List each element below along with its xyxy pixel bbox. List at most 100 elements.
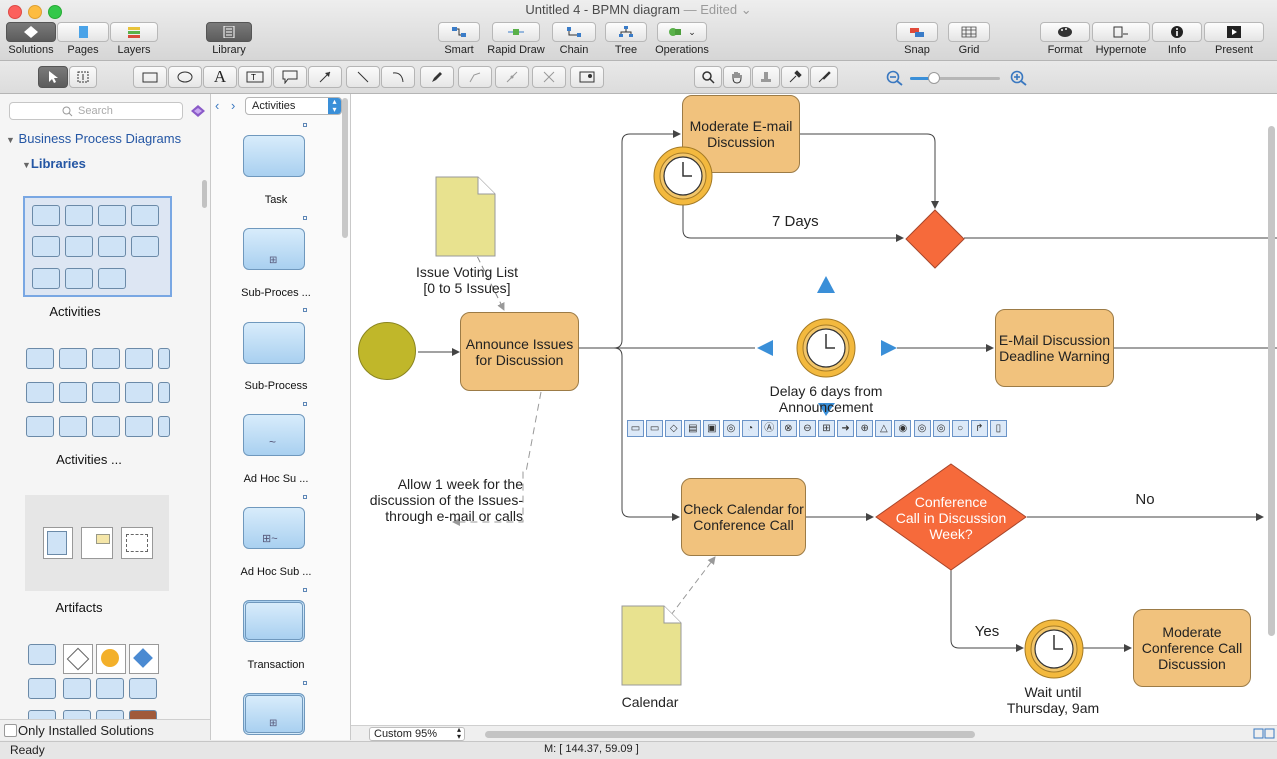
quick-shape-button[interactable]: ⊗ — [779, 420, 797, 437]
library-thumb-artifacts[interactable] — [25, 495, 169, 591]
quick-shape-button[interactable]: ⊖ — [798, 420, 816, 437]
pages-button[interactable] — [57, 22, 109, 42]
library-button[interactable] — [206, 22, 252, 42]
quick-shape-button[interactable]: ↱ — [970, 420, 988, 437]
zoom-slider[interactable] — [910, 72, 1000, 84]
shape-ad-hoc-sub-process-collapsed[interactable]: ⊞~ — [243, 507, 305, 549]
hypernote-button[interactable] — [1092, 22, 1150, 42]
quick-shape-button[interactable]: △ — [875, 420, 893, 437]
quick-shape-button[interactable]: ▤ — [684, 420, 702, 437]
gateway-conference-call[interactable] — [875, 463, 1027, 571]
pen-tool[interactable] — [420, 66, 454, 88]
canvas-horizontal-scrollbar[interactable] — [485, 731, 975, 738]
task-announce-issues[interactable]: Announce Issues for Discussion — [460, 312, 579, 391]
quick-shape-button[interactable]: ⊕ — [856, 420, 874, 437]
ellipse-tool[interactable] — [168, 66, 202, 88]
quick-shapes-strip[interactable]: ▭▭◇▤▣◎◔Ⓐ⊗⊖⊞➜⊕△◉◎◎○↱▯ — [627, 420, 1027, 438]
arrow-line-tool[interactable] — [308, 66, 342, 88]
zoom-tool[interactable] — [694, 66, 722, 88]
search-input[interactable]: Search — [9, 102, 183, 120]
grid-button[interactable] — [948, 22, 990, 42]
diagram-canvas[interactable]: Moderate E-mail Discussion 7 Days Issue … — [351, 94, 1277, 725]
tree-button[interactable] — [605, 22, 647, 42]
present-button[interactable] — [1204, 22, 1264, 42]
zoom-in-icon[interactable] — [1010, 70, 1028, 86]
zoom-level-select[interactable]: Custom 95% ▴▾ — [369, 726, 465, 741]
quick-shape-button[interactable]: Ⓐ — [760, 420, 778, 437]
connector-tool[interactable] — [532, 66, 566, 88]
zoom-out-icon[interactable] — [886, 70, 904, 86]
layers-button[interactable] — [110, 22, 158, 42]
start-event[interactable] — [358, 322, 416, 380]
close-window-button[interactable] — [8, 5, 22, 19]
page-nav-icon[interactable] — [1253, 728, 1275, 740]
quick-shape-button[interactable]: ◇ — [665, 420, 683, 437]
solutions-browser-icon[interactable] — [190, 104, 206, 118]
line-tool[interactable] — [346, 66, 380, 88]
task-check-calendar[interactable]: Check Calendar for Conference Call — [681, 478, 806, 556]
select-tool[interactable] — [38, 66, 68, 88]
eyedropper-tool[interactable] — [781, 66, 809, 88]
shape-sub-process-collapsed[interactable]: ⊞ — [243, 228, 305, 270]
canvas-vertical-scrollbar[interactable] — [1268, 126, 1275, 636]
left-panel-scrollbar[interactable] — [202, 180, 207, 208]
info-button[interactable] — [1152, 22, 1202, 42]
text-tool[interactable]: A — [203, 66, 237, 88]
quick-shape-button[interactable]: ○ — [951, 420, 969, 437]
shape-ad-hoc-sub-process[interactable]: ~ — [243, 414, 305, 456]
library-dropdown[interactable]: Activities ▴▾ — [245, 97, 342, 115]
back-icon[interactable]: ‹ — [215, 98, 220, 113]
format-button[interactable] — [1040, 22, 1090, 42]
quick-shape-button[interactable]: ◎ — [932, 420, 950, 437]
only-installed-checkbox[interactable] — [4, 724, 17, 737]
arc-tool[interactable] — [381, 66, 415, 88]
format-painter-tool[interactable] — [810, 66, 838, 88]
snap-button[interactable] — [896, 22, 938, 42]
quick-shape-button[interactable]: ◎ — [913, 420, 931, 437]
quick-shape-button[interactable]: ⊞ — [818, 420, 835, 437]
callout-tool[interactable] — [273, 66, 307, 88]
quick-shape-button[interactable]: ◔ — [741, 420, 759, 437]
shape-transaction[interactable] — [243, 600, 305, 642]
task-moderate-conference-call[interactable]: Moderate Conference Call Discussion — [1133, 609, 1251, 687]
data-object-issue-voting[interactable] — [435, 176, 497, 258]
operations-button[interactable]: ⌄ — [657, 22, 707, 42]
text-box-tool[interactable]: T — [238, 66, 272, 88]
stamp-tool[interactable] — [752, 66, 780, 88]
gateway-exclusive-top[interactable] — [905, 209, 965, 269]
library-thumb-activities-2[interactable] — [23, 346, 172, 447]
tree-item-libraries[interactable]: ▼Libraries — [22, 156, 86, 171]
smart-button[interactable] — [438, 22, 480, 42]
quick-shape-button[interactable]: ➜ — [837, 420, 855, 437]
rapid-draw-button[interactable] — [492, 22, 540, 42]
quick-shape-button[interactable]: ▯ — [989, 420, 1007, 437]
library-thumb-more[interactable] — [25, 642, 169, 731]
library-thumb-activities[interactable] — [23, 196, 172, 297]
chain-button[interactable] — [552, 22, 596, 42]
quick-shape-button[interactable]: ◉ — [894, 420, 912, 437]
data-object-calendar[interactable] — [621, 605, 683, 687]
quick-shape-button[interactable]: ◎ — [722, 420, 740, 437]
polyline-tool[interactable] — [458, 66, 492, 88]
tree-root-business-process[interactable]: ▼ Business Process Diagrams — [6, 131, 182, 146]
task-email-deadline-warning[interactable]: E-Mail Discussion Deadline Warning — [995, 309, 1114, 387]
solutions-button[interactable] — [6, 22, 56, 42]
shape-task[interactable] — [243, 135, 305, 177]
minimize-window-button[interactable] — [28, 5, 42, 19]
shape-sub-process[interactable] — [243, 322, 305, 364]
pan-tool[interactable] — [723, 66, 751, 88]
timer-delay-icon[interactable] — [795, 317, 857, 379]
bezier-tool[interactable] — [495, 66, 529, 88]
quick-shape-button[interactable]: ▭ — [646, 420, 664, 437]
quick-shape-button[interactable]: ▭ — [627, 420, 644, 437]
rectangle-tool[interactable] — [133, 66, 167, 88]
library-scrollbar[interactable] — [342, 98, 348, 238]
zoom-window-button[interactable] — [48, 5, 62, 19]
zoom-slider-knob[interactable] — [928, 72, 940, 84]
text-select-tool[interactable] — [69, 66, 97, 88]
quick-shape-button[interactable]: ▣ — [703, 420, 721, 437]
shape-transaction-collapsed[interactable]: ⊞ — [243, 693, 305, 735]
task-moderate-email[interactable]: Moderate E-mail Discussion — [682, 95, 800, 173]
timer-wait-icon[interactable] — [1023, 618, 1085, 680]
insert-container-tool[interactable] — [570, 66, 604, 88]
